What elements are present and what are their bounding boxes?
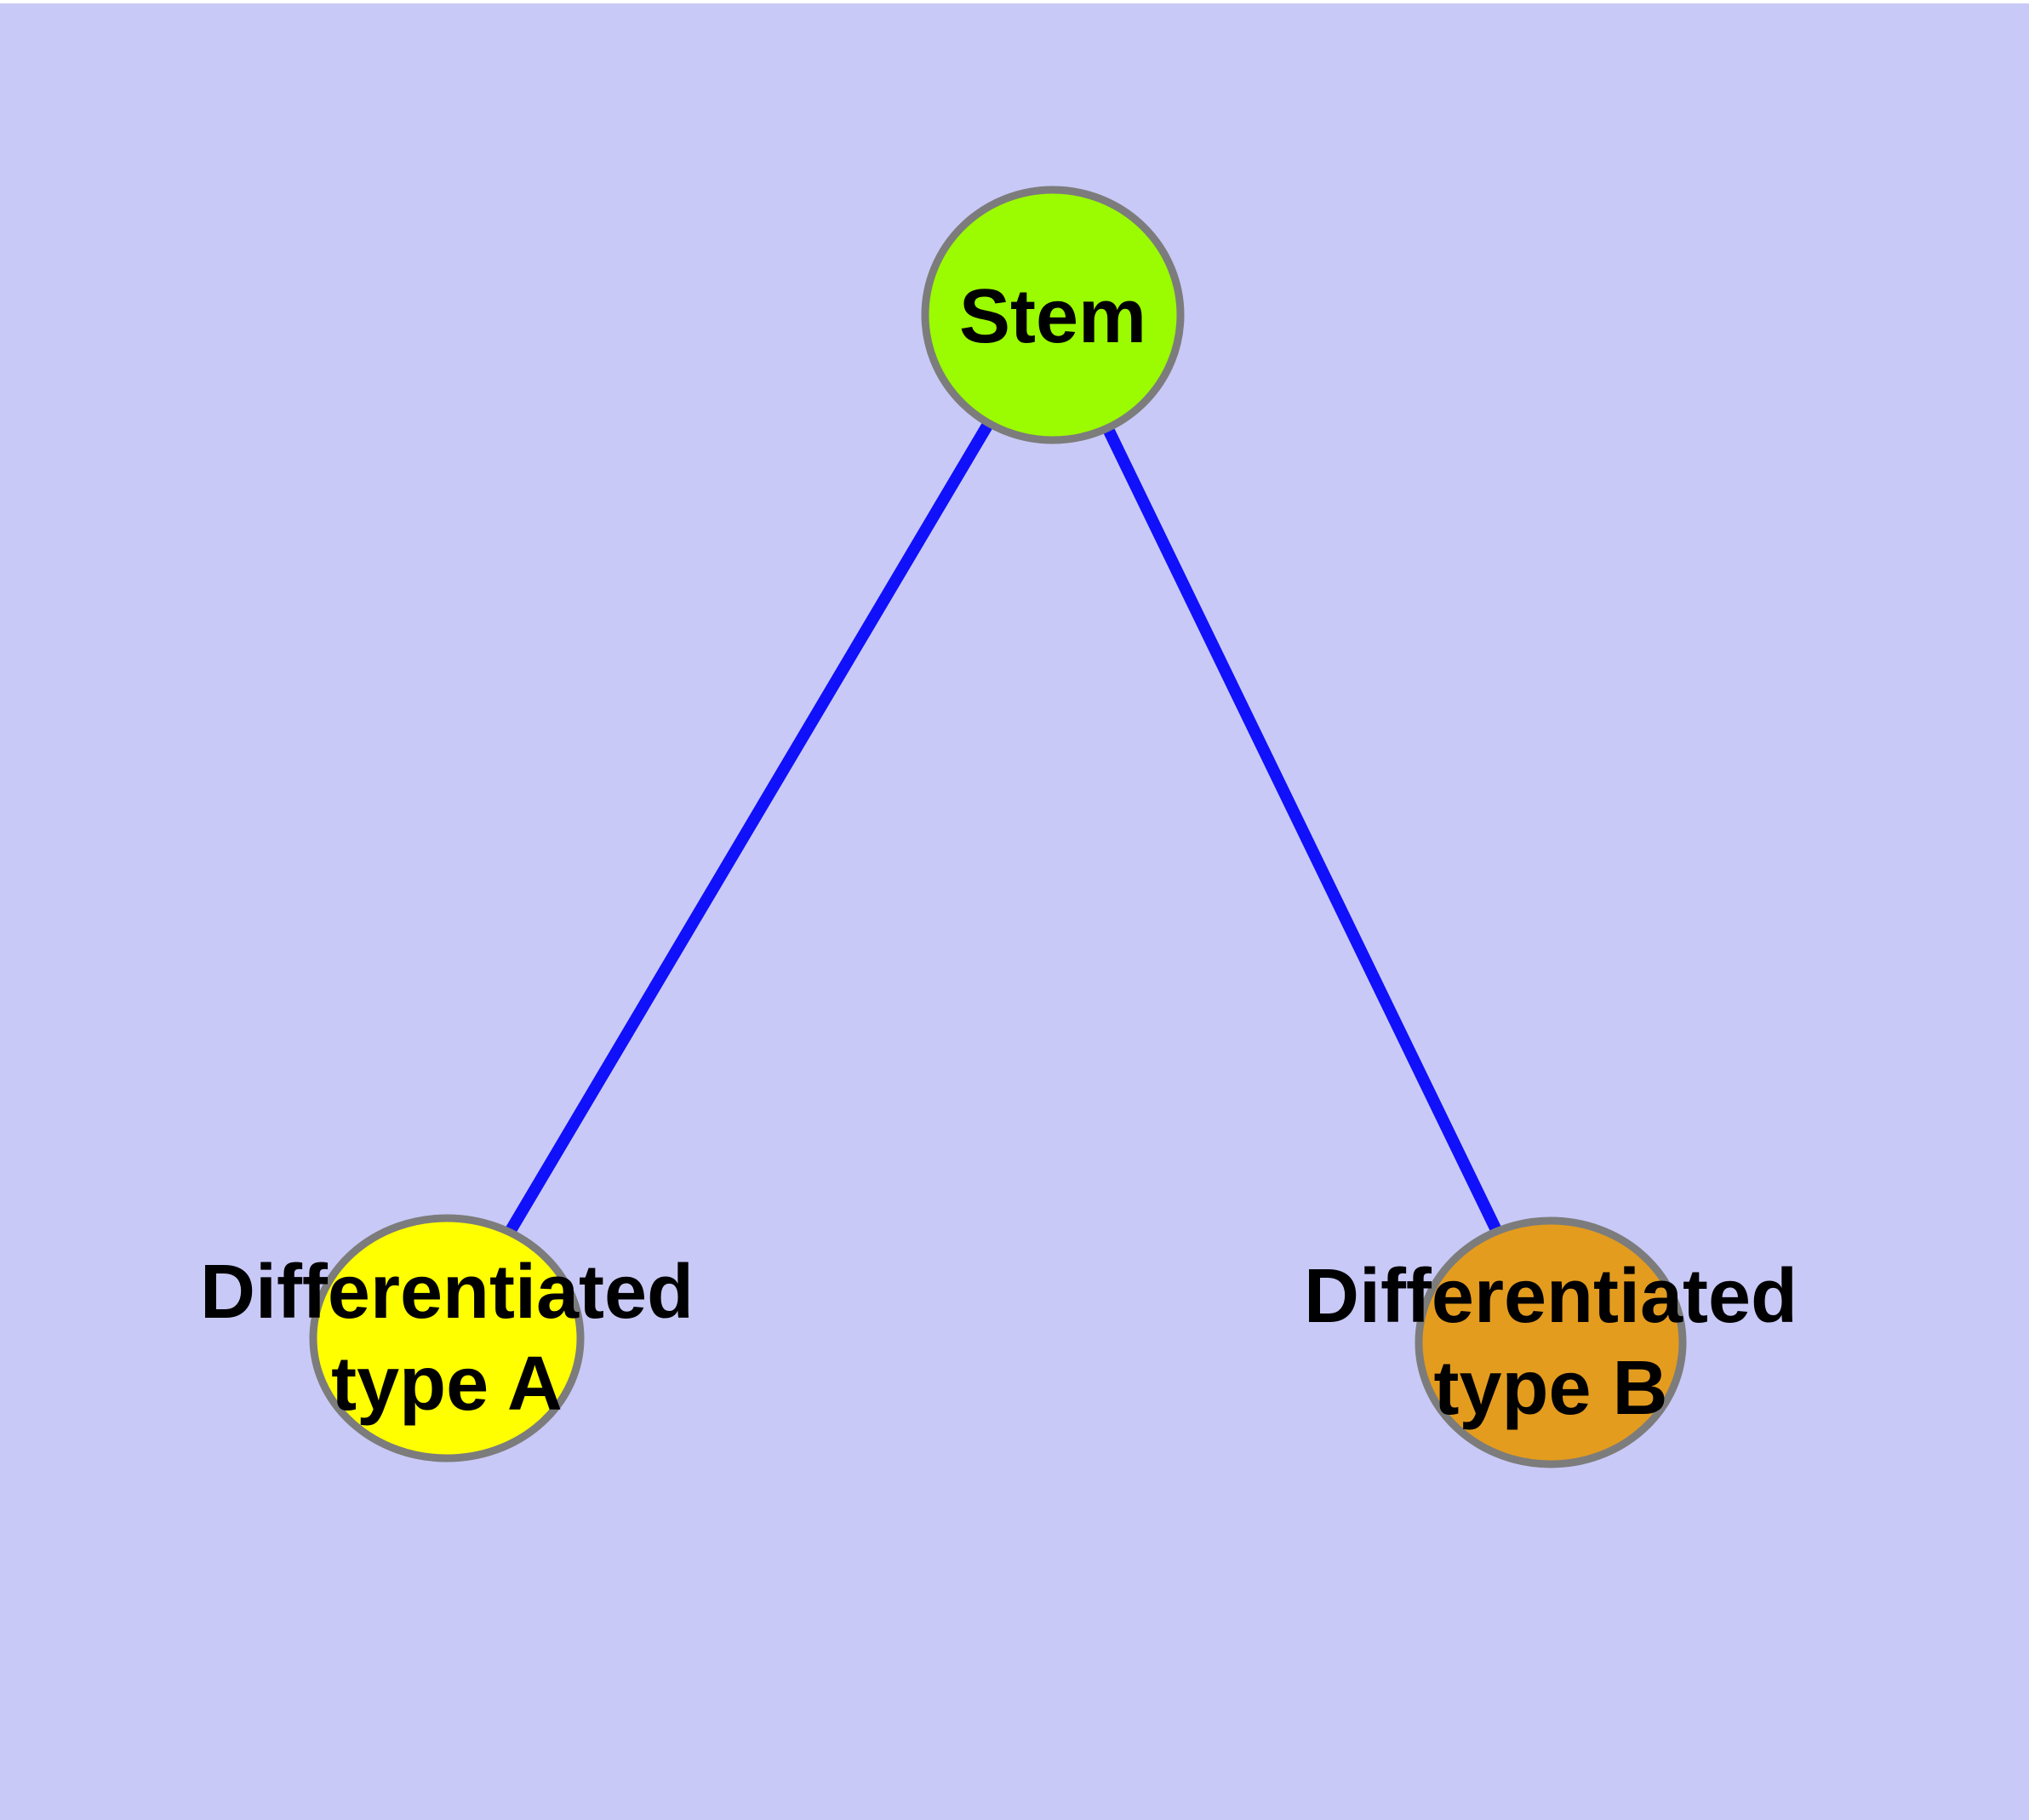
- type-b-node-label-line2: type B: [1433, 1346, 1667, 1431]
- edge-stem-to-type-b: [1047, 312, 1557, 1346]
- type-a-node-label-line1: Differentiated: [200, 1250, 694, 1335]
- type-a-node-label-line2: type A: [331, 1342, 563, 1427]
- type-b-node: [1415, 1216, 1687, 1468]
- stem-node-label: Stem: [959, 274, 1146, 359]
- type-a-node: [309, 1214, 585, 1462]
- edge-stem-to-type-a: [441, 312, 1059, 1342]
- stem-node: [921, 186, 1185, 444]
- type-b-node-label-line1: Differentiated: [1304, 1254, 1798, 1339]
